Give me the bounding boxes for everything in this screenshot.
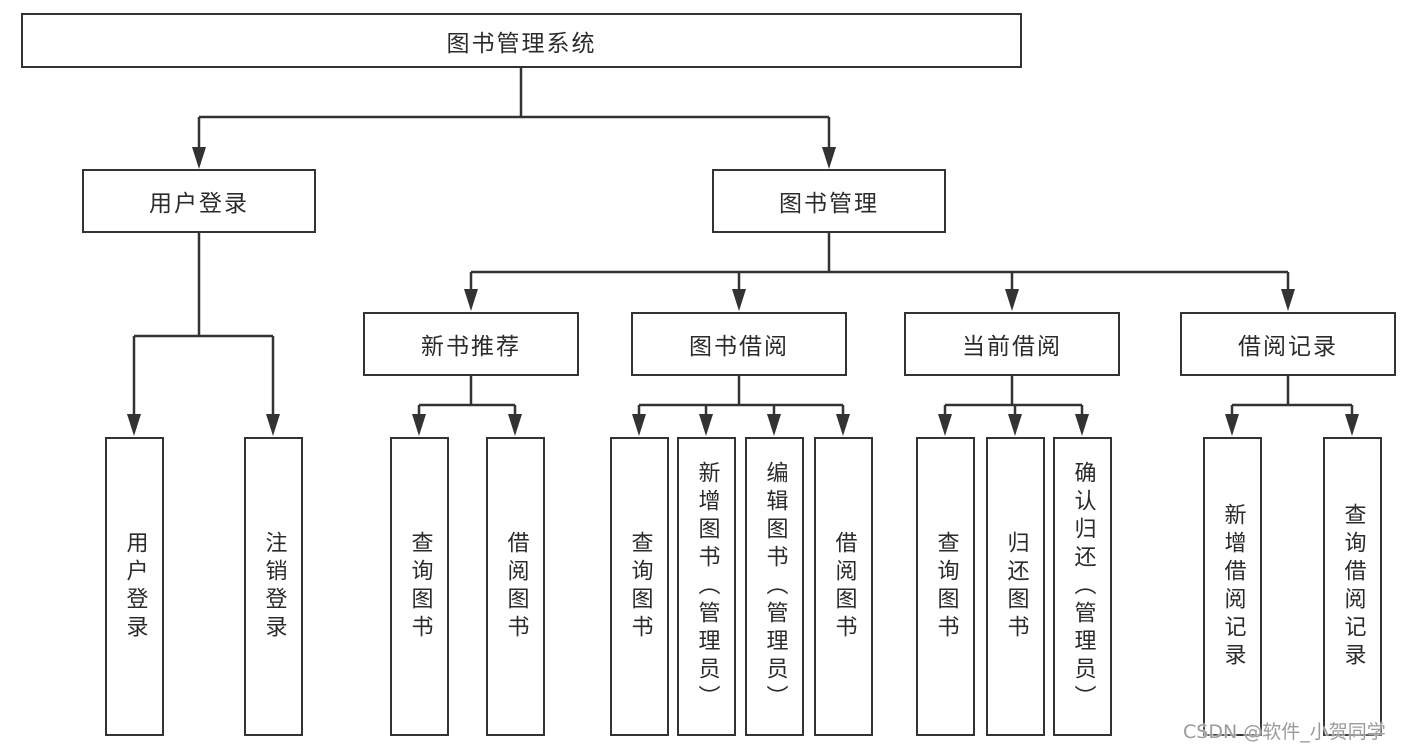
leaf-borrow-borrow-books: 借阅图书 (814, 437, 873, 736)
leaf-user-login: 用户登录 (105, 437, 164, 736)
connector-stems (132, 68, 1354, 417)
node-user-login: 用户登录 (82, 169, 316, 233)
leaf-user-login-label: 用户登录 (122, 530, 148, 643)
node-book-borrow-label: 图书借阅 (689, 334, 789, 360)
node-current-borrow-label: 当前借阅 (962, 334, 1062, 360)
arrowheads (127, 147, 1359, 436)
leaf-newbooks-borrow-books-label: 借阅图书 (503, 530, 529, 643)
leaf-current-return-books-label: 归还图书 (1003, 530, 1029, 643)
node-user-login-label: 用户登录 (149, 191, 249, 217)
leaf-borrow-add-books-admin-label: 新增图书（管理员） (694, 460, 720, 713)
leaf-borrow-query-books-label: 查询图书 (627, 530, 653, 643)
leaf-logout-label: 注销登录 (261, 530, 287, 643)
leaf-records-add-record: 新增借阅记录 (1203, 437, 1262, 736)
leaf-newbooks-query-books-label: 查询图书 (407, 530, 433, 643)
leaf-logout: 注销登录 (244, 437, 303, 736)
leaf-borrow-edit-books-admin: 编辑图书（管理员） (745, 437, 804, 736)
leaf-current-confirm-return-admin-label: 确认归还（管理员） (1070, 460, 1096, 713)
node-borrow-records: 借阅记录 (1180, 312, 1396, 376)
leaf-current-return-books: 归还图书 (986, 437, 1045, 736)
node-book-borrow: 图书借阅 (631, 312, 847, 376)
node-new-book-recommend: 新书推荐 (363, 312, 579, 376)
node-borrow-records-label: 借阅记录 (1238, 334, 1338, 360)
node-root: 图书管理系统 (21, 13, 1022, 68)
node-root-label: 图书管理系统 (446, 30, 597, 57)
leaf-records-add-record-label: 新增借阅记录 (1220, 502, 1246, 671)
leaf-records-query-record: 查询借阅记录 (1323, 437, 1382, 736)
node-book-management-label: 图书管理 (779, 191, 879, 217)
node-new-book-recommend-label: 新书推荐 (421, 334, 521, 360)
leaf-borrow-edit-books-admin-label: 编辑图书（管理员） (762, 460, 788, 713)
leaf-borrow-borrow-books-label: 借阅图书 (831, 530, 857, 643)
csdn-watermark: CSDN @软件_小贺同学 (1183, 721, 1386, 743)
leaf-records-query-record-label: 查询借阅记录 (1340, 502, 1366, 671)
leaf-borrow-add-books-admin: 新增图书（管理员） (677, 437, 736, 736)
node-book-management: 图书管理 (712, 169, 946, 233)
leaf-current-confirm-return-admin: 确认归还（管理员） (1053, 437, 1112, 736)
leaf-current-query-books-label: 查询图书 (933, 530, 959, 643)
leaf-borrow-query-books: 查询图书 (610, 437, 669, 736)
node-current-borrow: 当前借阅 (904, 312, 1120, 376)
leaf-newbooks-borrow-books: 借阅图书 (486, 437, 545, 736)
leaf-current-query-books: 查询图书 (916, 437, 975, 736)
leaf-newbooks-query-books: 查询图书 (390, 437, 449, 736)
